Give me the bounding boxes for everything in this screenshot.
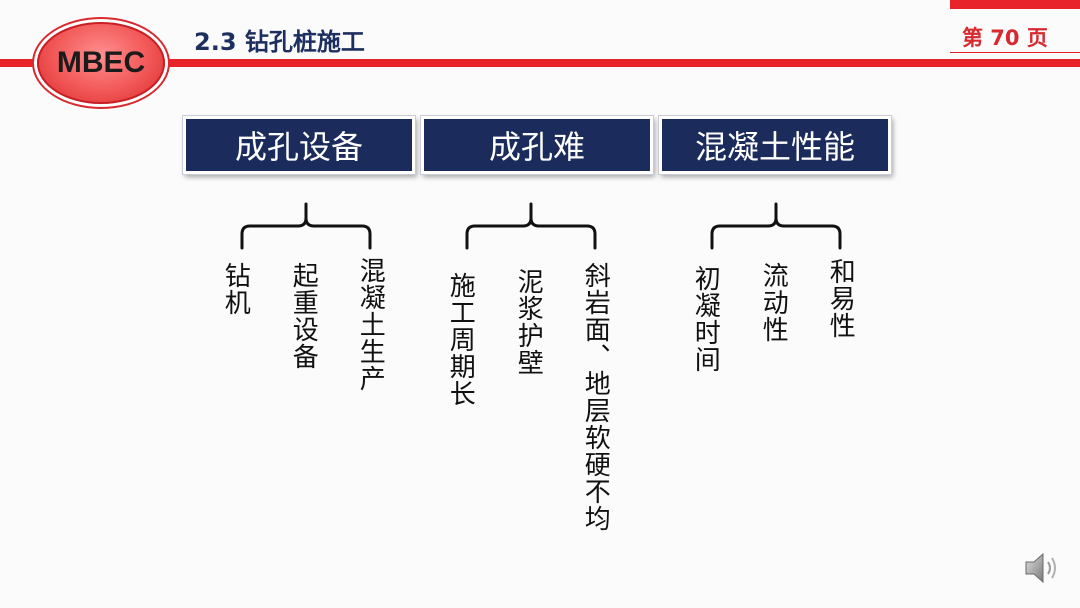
brace-difficulty [465, 202, 597, 250]
item-initial-set-time: 初凝时间 [690, 265, 721, 373]
heading-box-equipment: 成孔设备 [183, 116, 415, 174]
item-workability: 和易性 [825, 258, 856, 339]
item-fluidity: 流动性 [758, 262, 789, 343]
heading-box-difficulty: 成孔难 [421, 116, 653, 174]
item-drill: 钻机 [220, 262, 251, 316]
page-number-underline [950, 52, 1080, 53]
slide-title: 2.3 钻孔桩施工 [194, 28, 365, 56]
heading-difficulty: 成孔难 [488, 128, 585, 166]
mbec-logo: MBEC [37, 22, 165, 104]
item-inclined-rock: 斜岩面、地层软硬不均 [580, 262, 611, 532]
speaker-icon[interactable] [1022, 548, 1062, 588]
brace-equipment [240, 202, 372, 250]
item-lifting-equipment: 起重设备 [288, 262, 319, 370]
item-mud-wall: 泥浆护壁 [513, 268, 544, 376]
item-long-construction: 施工周期长 [445, 272, 476, 407]
page-number-bar [950, 0, 1080, 9]
item-concrete-production: 混凝土生产 [355, 257, 386, 392]
page-number: 第 70 页 [962, 26, 1048, 50]
header-rule-left [0, 59, 60, 67]
logo-text: MBEC [56, 46, 146, 79]
brace-concrete [710, 202, 842, 250]
heading-concrete: 混凝土性能 [694, 128, 855, 166]
heading-equipment: 成孔设备 [234, 128, 363, 166]
header-rule [150, 59, 1080, 67]
heading-box-concrete: 混凝土性能 [659, 116, 891, 174]
